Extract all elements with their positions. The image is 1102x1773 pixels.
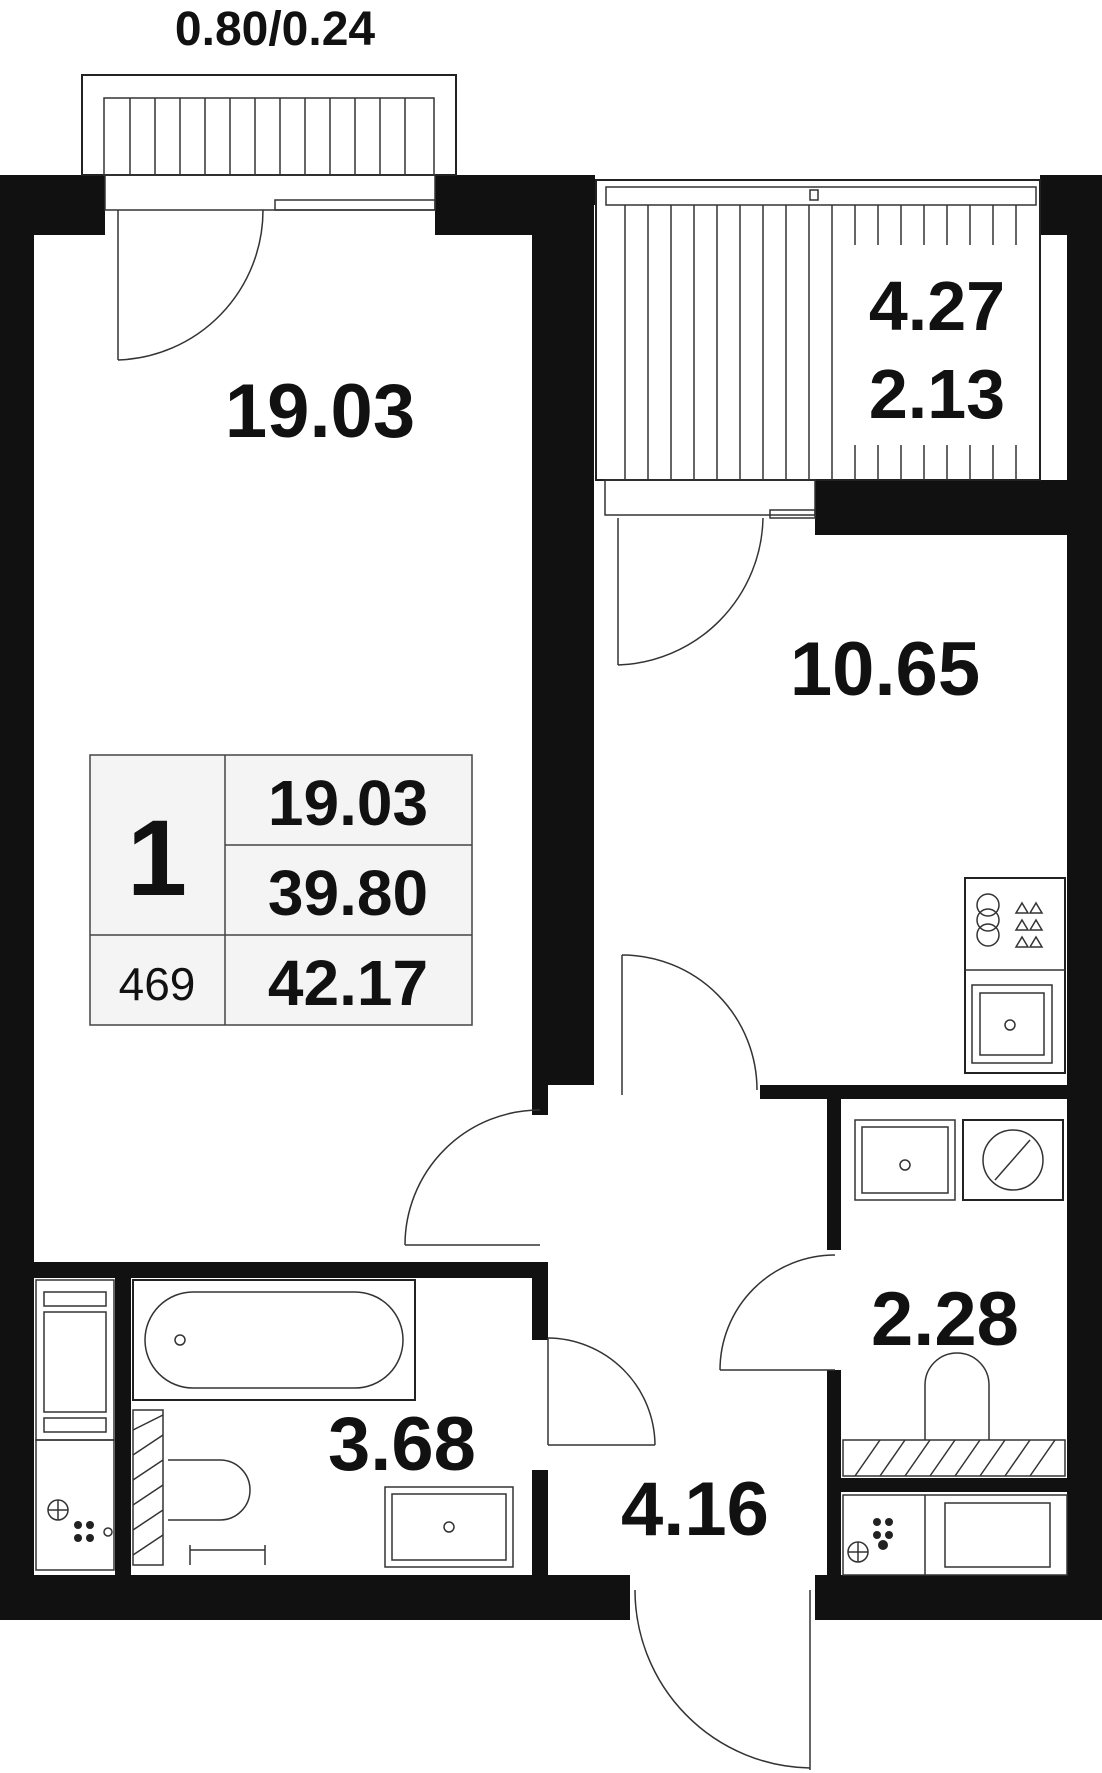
entrance-gap [630,1575,815,1620]
bath-washbasin-icon [384,1486,514,1568]
kitchen-fixtures [964,877,1066,1074]
kitchen-floor [594,535,1067,1085]
balcony-slats [129,98,406,175]
balcony-area-label: 0.80/0.24 [175,3,375,56]
interior-doors [404,954,836,1770]
info-block-frame [89,754,473,1026]
balcony-inner [103,97,435,176]
wall-closet-divider [115,1278,131,1578]
info-total-area: 39.80 [268,857,428,929]
bathroom-area: 3.68 [328,1402,476,1487]
toilet-icon [924,1352,990,1440]
toilet-room-fixtures [842,1119,1068,1576]
washing-machine-icon [962,1119,1064,1201]
bath-hatch [132,1409,164,1566]
towel-rail-icon [189,1545,266,1565]
entrance-door-swing [634,1589,811,1769]
washbasin-icon [854,1119,956,1201]
bathtub-icon [132,1279,416,1401]
wall-center [532,175,594,1085]
balcony-door-frame [104,174,436,211]
wall-bath-right [532,1262,548,1340]
loggia-label-bg [848,245,1026,445]
stove-icon [976,893,1044,948]
wall-hall-left [532,1085,548,1115]
hallway-area: 4.16 [621,1467,769,1552]
balcony-door-swing [117,209,264,361]
wall-toilet-left [827,1085,841,1250]
hallway-floor [548,1099,827,1575]
balcony-outer [81,74,457,176]
kitchen-area: 10.65 [790,627,980,712]
kitchen-sink-icon [971,984,1053,1064]
wall-top-right [1040,175,1102,235]
wall-kitchen-bottom [760,1085,1102,1099]
toilet-hatch [842,1439,1066,1477]
walls [0,175,1102,1620]
rooms-count: 1 [127,797,187,918]
loggia-outer [595,179,1041,481]
bath-door-swing [547,1337,656,1446]
bathroom-fixtures [132,1279,514,1568]
living-room-floor [34,235,532,1262]
wall-under-loggia [815,480,1101,535]
loggia-window [769,509,816,519]
loggia-area-full: 4.27 [869,267,1005,345]
loggia-door-frame [604,479,816,516]
wall-toilet-bottom [827,1478,1102,1492]
valve-icon [873,1518,893,1550]
apartment-number: 469 [119,958,196,1010]
loggia [595,179,1041,666]
toilet-floor [841,1099,1067,1478]
room-labels: 0.80/0.24 4.27 2.13 19.03 10.65 2.28 3.6… [175,3,1019,1552]
wall-bath-top [34,1262,539,1278]
loggia-area-reduced: 2.13 [869,355,1005,433]
loggia-rail-mark [809,189,819,201]
loggia-door-swing [617,517,764,666]
wall-bottom-left [0,1575,630,1620]
kitchen-counter [964,877,1066,1074]
kitchen-door-swing [621,954,758,1091]
toilet-area: 2.28 [871,1277,1019,1362]
balcony-window [274,199,436,211]
living-room-area: 19.03 [225,369,415,454]
wall-right [1067,175,1102,1575]
loggia-rail [605,186,1037,206]
wall-top-left [0,175,105,235]
living-door-swing [404,1109,541,1246]
closet-floor [34,1278,115,1575]
top-balcony [81,74,457,361]
closet-fixtures [35,1279,115,1571]
utility-closet [842,1494,1068,1576]
info-living-area: 19.03 [268,767,428,839]
wall-bottom-right [815,1575,1102,1620]
closet-valve-icon [74,1521,94,1542]
bathroom-floor [131,1278,532,1575]
info-block: 1 19.03 39.80 469 42.17 [89,754,473,1026]
bath-toilet-icon [168,1459,251,1521]
toilet-door-swing [719,1254,836,1371]
wall-left [0,175,34,1620]
info-total-area-with-balcony: 42.17 [268,947,428,1019]
